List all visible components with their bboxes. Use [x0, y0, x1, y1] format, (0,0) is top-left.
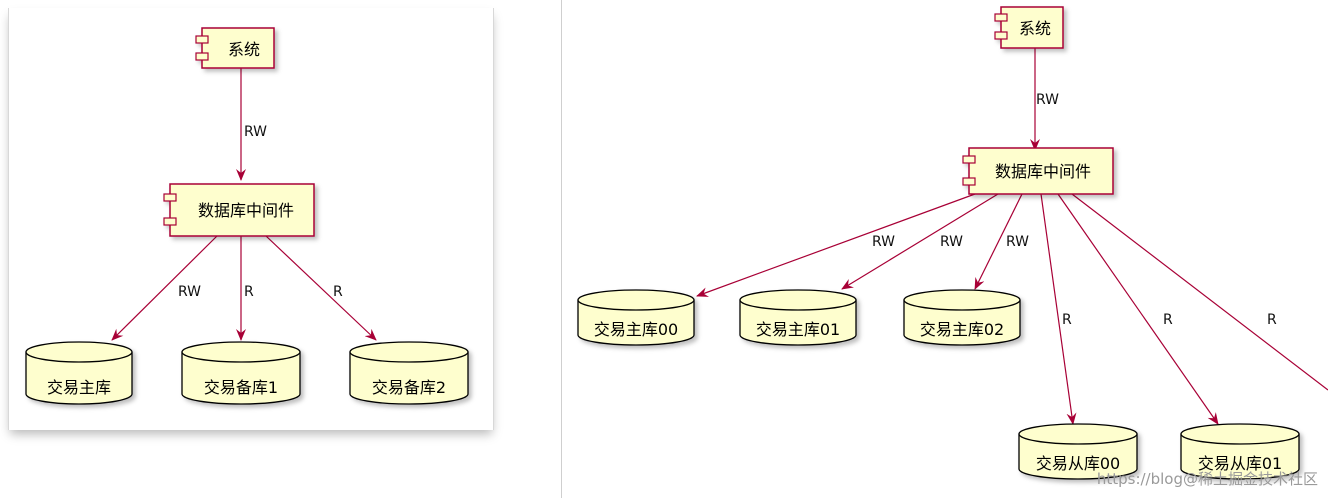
database-backup-1 — [181, 341, 301, 405]
edge-r-label-slave-00: R — [1062, 312, 1072, 328]
edge-r-slave-00 — [1040, 193, 1077, 425]
edge-label-db-backup1: R — [244, 284, 254, 300]
component-r-middleware-label: 数据库中间件 — [995, 162, 1091, 181]
component-r-system-label: 系统 — [1019, 19, 1051, 38]
component-system-label: 系统 — [228, 40, 260, 59]
edge-middleware-db-backup2 — [265, 235, 377, 341]
edge-r-label-master-02: RW — [1006, 234, 1029, 250]
component-r-system — [994, 6, 1064, 49]
edge-label-db-master: RW — [178, 284, 201, 300]
edge-r-label-slave-02: R — [1267, 312, 1277, 328]
edge-r-master-02 — [974, 193, 1023, 290]
edge-r-master-00 — [696, 193, 976, 297]
component-middleware-label: 数据库中间件 — [198, 201, 294, 220]
edge-label-system-middleware: RW — [244, 124, 267, 140]
database-master — [25, 341, 133, 405]
edge-r-label-system-middleware: RW — [1036, 92, 1059, 108]
database-r-slave-00 — [1018, 423, 1138, 480]
edge-label-db-backup2: R — [333, 284, 343, 300]
edge-r-slave-02 — [1071, 193, 1328, 391]
edge-r-slave-01 — [1057, 193, 1219, 425]
database-r-slave-00-label: 交易从库00 — [1036, 454, 1120, 473]
database-master-label: 交易主库 — [47, 378, 111, 397]
database-r-master-00-label: 交易主库00 — [594, 320, 678, 339]
edge-r-label-slave-01: R — [1163, 312, 1173, 328]
database-backup-1-label: 交易备库1 — [204, 378, 278, 397]
database-r-master-00 — [577, 289, 695, 346]
database-r-master-02 — [903, 289, 1021, 346]
database-r-master-02-label: 交易主库02 — [920, 320, 1004, 339]
edge-middleware-db-master — [111, 235, 218, 341]
database-r-master-01 — [739, 289, 857, 346]
database-r-slave-01-label: 交易从库01 — [1198, 454, 1282, 473]
database-r-slave-01 — [1180, 423, 1300, 480]
component-r-middleware — [962, 147, 1114, 195]
edge-r-label-master-00: RW — [872, 234, 895, 250]
edge-r-master-01 — [841, 193, 999, 290]
database-backup-2 — [349, 341, 469, 405]
right-diagram-panel — [561, 0, 1328, 498]
component-system — [195, 27, 275, 69]
watermark-text: https://blog@稀土掘金技术社区 — [1097, 470, 1318, 488]
edge-r-label-master-01: RW — [940, 234, 963, 250]
database-r-master-01-label: 交易主库01 — [756, 320, 840, 339]
database-backup-2-label: 交易备库2 — [372, 378, 446, 397]
component-middleware — [163, 183, 315, 237]
